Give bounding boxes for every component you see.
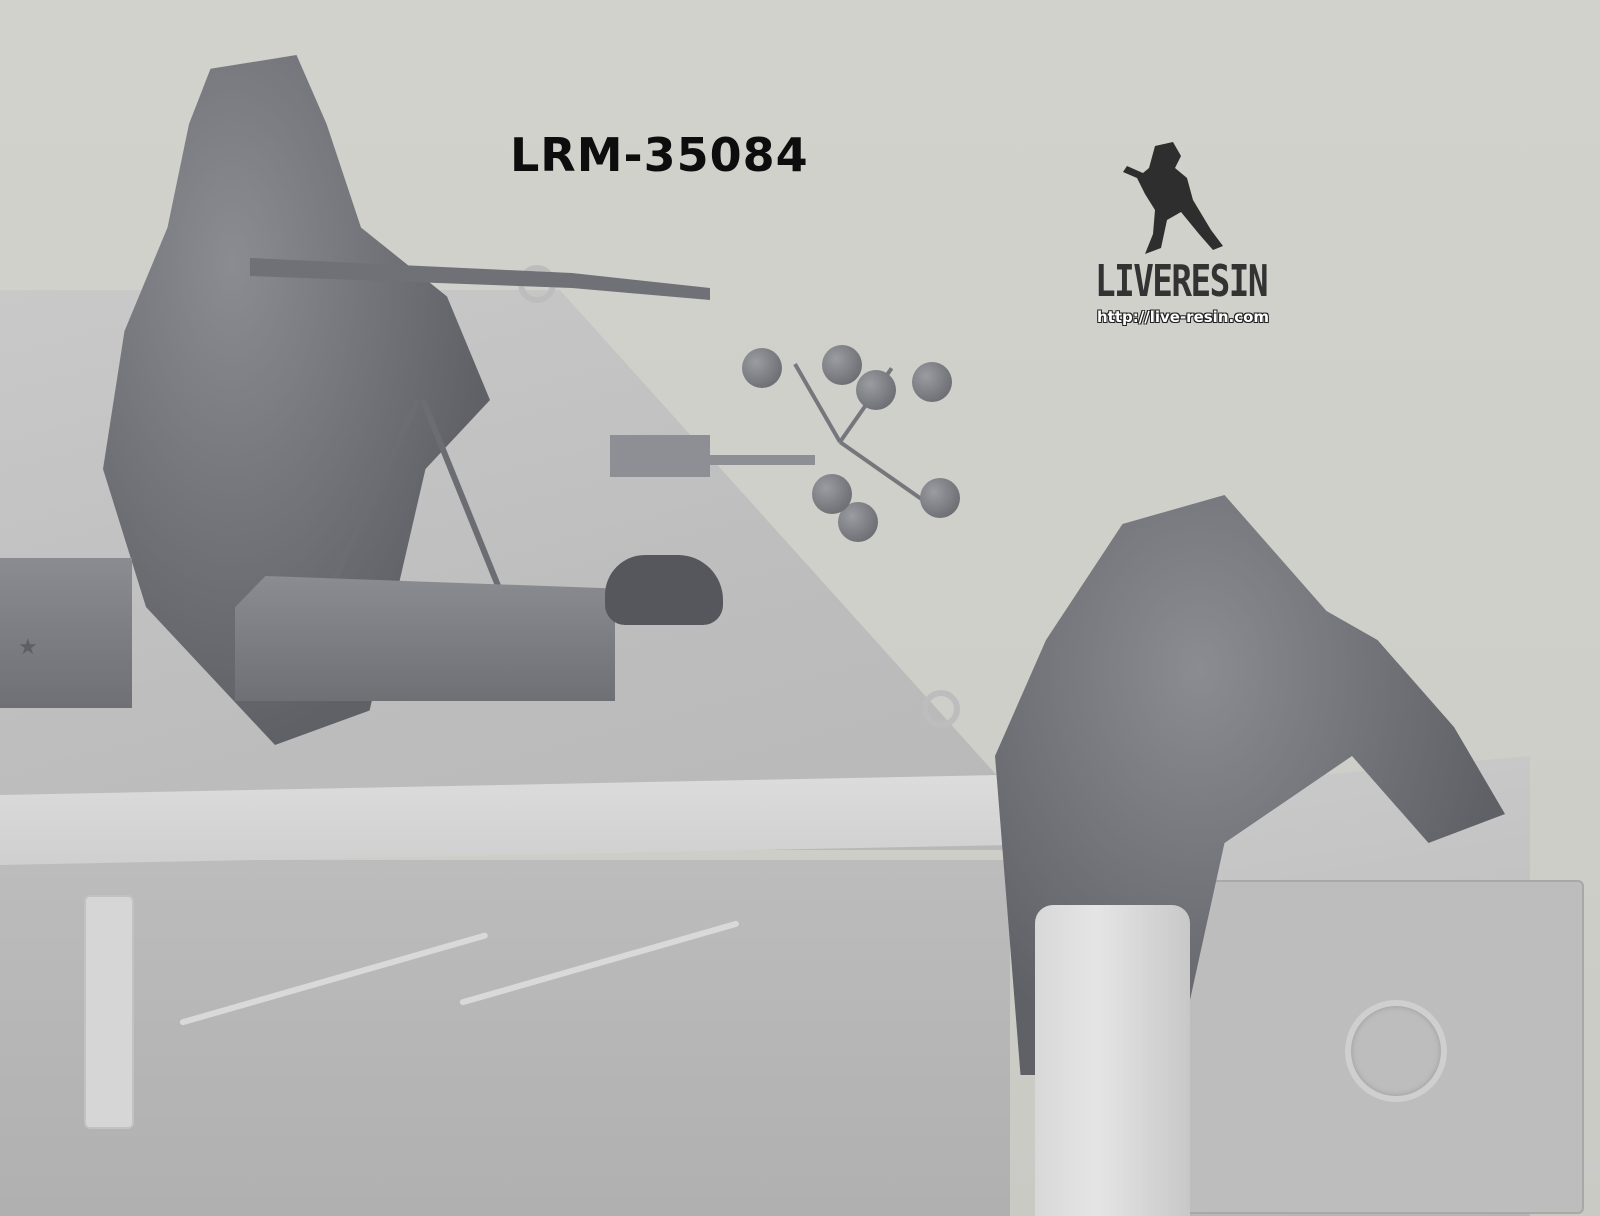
running-soldier-logo-icon: [1123, 142, 1223, 254]
mine-sphere: [912, 362, 952, 402]
ammo-box-left: [0, 558, 132, 708]
hull-bracket: [84, 895, 134, 1129]
lifting-eyelet: [922, 690, 960, 728]
brand-logo: LIVERESIN http://live-resin.com: [1085, 138, 1285, 328]
gun-arm: [705, 455, 815, 465]
mine-sphere: [920, 478, 960, 518]
fuel-canister: [1035, 905, 1190, 1216]
brand-url: http://live-resin.com: [1097, 308, 1270, 326]
boot: [605, 555, 723, 625]
mine-sphere: [812, 474, 852, 514]
mine-sphere: [856, 370, 896, 410]
porthole: [1345, 1000, 1447, 1102]
vehicle-hull-side: [0, 860, 1010, 1216]
mine-sphere: [822, 345, 862, 385]
gun-mount: [610, 435, 710, 477]
mine-sphere: [742, 348, 782, 388]
ammo-box: [235, 576, 615, 701]
star-icon: ★: [18, 635, 38, 660]
brand-name: LIVERESIN: [1095, 256, 1268, 307]
product-code: LRM-35084: [510, 128, 809, 182]
